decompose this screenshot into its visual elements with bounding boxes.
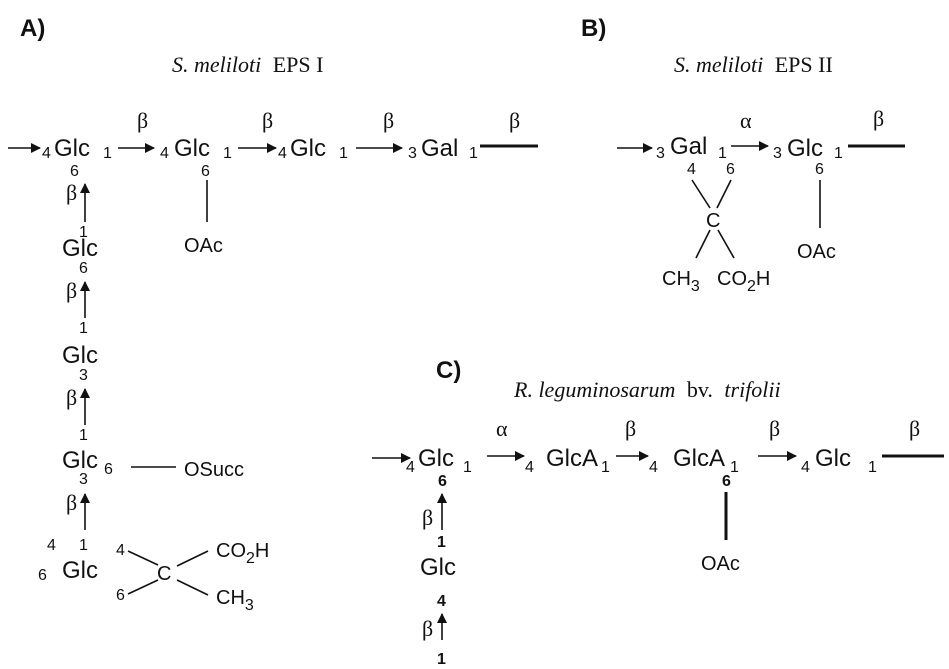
glca-residue-c2: GlcA [673,445,725,472]
svg-text:1: 1 [103,145,112,162]
svg-text:1: 1 [79,320,88,337]
svg-text:6: 6 [726,161,735,178]
beta-label: β [66,278,77,303]
glc-residue-b: Glc [787,135,823,162]
panel-a-title: S. meliloti EPS I [172,52,323,77]
glc-residue-a2: Glc [174,135,210,162]
glc-residue-s1: Glc [62,235,98,262]
beta-label: β [422,616,433,641]
methyl-group-a: CH3 [216,587,254,614]
beta-label: β [769,416,780,441]
alpha-label: α [740,108,752,133]
glc-residue-s2: Glc [62,342,98,369]
svg-text:1: 1 [868,459,877,476]
svg-text:1: 1 [223,145,232,162]
svg-text:1: 1 [339,145,348,162]
svg-text:3: 3 [408,145,417,162]
panel-b: B) S. meliloti EPS II 3 Gal 1 α 3 Glc 1 … [581,15,905,295]
svg-text:6: 6 [438,473,447,490]
oac-group-c: OAc [701,553,740,575]
methyl-group-b: CH3 [662,268,700,295]
svg-text:1: 1 [79,224,88,241]
glc-residue-c2: Glc [815,445,851,472]
alpha-label: α [496,416,508,441]
svg-text:3: 3 [79,471,88,488]
panel-b-label: B) [581,15,606,42]
svg-text:1: 1 [834,145,843,162]
carboxyl-group-b: CO2H [717,268,770,295]
panel-c: C) R. leguminosarum bv. trifolii 4 Glc 1… [372,357,944,668]
svg-text:6: 6 [116,587,125,604]
gal-residue-b: Gal [670,133,707,160]
svg-text:4: 4 [406,459,415,476]
glc-residue-s3: Glc [62,447,98,474]
beta-label: β [625,416,636,441]
svg-text:4: 4 [649,459,658,476]
svg-text:1: 1 [437,651,446,668]
beta-label: β [137,108,148,133]
svg-text:4: 4 [47,537,56,554]
panel-a-backbone: 4 Glc 1 6 β 4 Glc 1 6 β 4 Glc 1 β 3 Gal … [8,108,538,180]
panel-c-title: R. leguminosarum bv. trifolii [513,377,781,402]
panel-a-sidechain: β 1 Glc 6 β 1 Glc 3 β 1 Glc 6 OSucc 3 β … [38,180,269,614]
svg-text:1: 1 [718,145,727,162]
beta-label: β [909,416,920,441]
beta-label: β [383,108,394,133]
beta-label: β [66,385,77,410]
svg-text:3: 3 [656,145,665,162]
glc-residue-a3: Glc [290,135,326,162]
glca-residue-c1: GlcA [546,445,598,472]
svg-text:4: 4 [160,145,169,162]
svg-text:1: 1 [79,427,88,444]
panel-a-label: A) [20,15,45,42]
svg-text:4: 4 [278,145,287,162]
svg-text:6: 6 [70,163,79,180]
svg-text:6: 6 [104,461,113,478]
osucc-group: OSucc [184,459,244,481]
gal-residue-a: Gal [421,135,458,162]
svg-text:6: 6 [201,163,210,180]
svg-text:4: 4 [687,161,696,178]
oac-group-b: OAc [797,241,836,263]
beta-label: β [509,108,520,133]
svg-text:1: 1 [469,145,478,162]
beta-label: β [262,108,273,133]
svg-text:4: 4 [525,459,534,476]
beta-label: β [422,505,433,530]
svg-text:1: 1 [79,537,88,554]
glc-residue-s4: Glc [62,557,98,584]
svg-text:1: 1 [601,459,610,476]
svg-text:4: 4 [116,542,125,559]
glc-residue-c1: Glc [418,445,454,472]
svg-text:6: 6 [79,260,88,277]
panel-a: A) S. meliloti EPS I 4 Glc 1 6 β 4 Glc 1… [8,15,538,614]
carboxyl-group-a: CO2H [216,540,269,567]
svg-text:6: 6 [722,473,731,490]
svg-text:1: 1 [437,534,446,551]
svg-text:3: 3 [79,367,88,384]
svg-text:1: 1 [730,459,739,476]
svg-text:4: 4 [801,459,810,476]
glc-residue-c3: Glc [420,554,456,581]
svg-text:1: 1 [463,459,472,476]
svg-text:4: 4 [42,145,51,162]
beta-label: β [873,106,884,131]
svg-text:3: 3 [773,145,782,162]
svg-text:6: 6 [815,161,824,178]
beta-label: β [66,490,77,515]
panel-c-label: C) [436,357,461,384]
glc-residue-a1: Glc [54,135,90,162]
svg-text:4: 4 [437,593,446,610]
beta-label: β [66,180,77,205]
oac-group-a: OAc [184,235,223,257]
panel-b-title: S. meliloti EPS II [674,52,833,77]
ketal-carbon-b: C [706,210,720,232]
ketal-carbon-a: C [157,563,171,585]
svg-text:6: 6 [38,567,47,584]
